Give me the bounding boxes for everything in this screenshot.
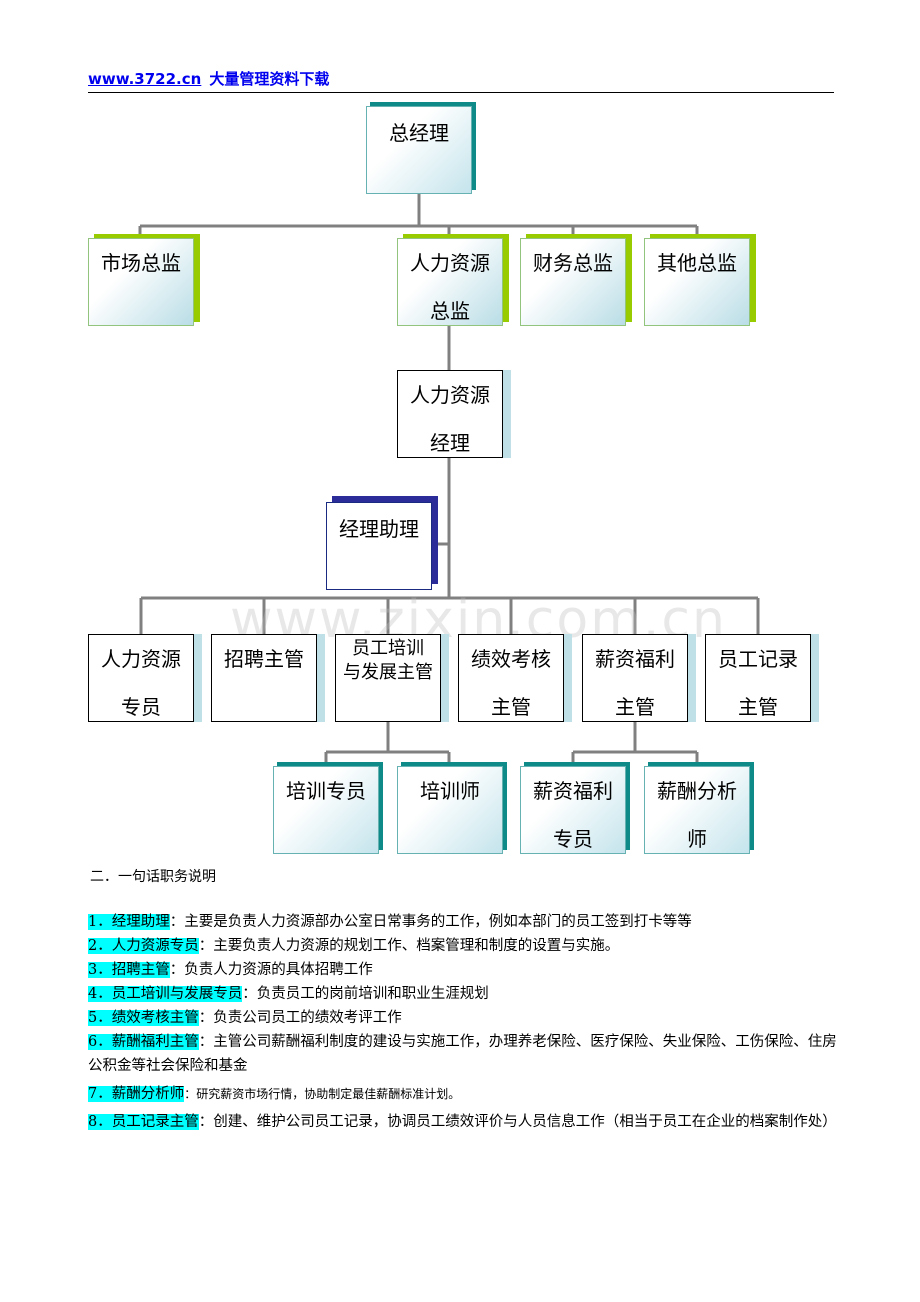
node-hr-specialist: 人力资源 专员 [88,634,194,722]
node-records-supervisor: 员工记录 主管 [705,634,811,722]
node-label: 员工培训 与发展主管 [343,638,433,683]
duty-text: ：研究薪资市场行情，协助制定最佳薪酬标准计划。 [184,1087,461,1101]
duty-item: 3．招聘主管：负责人力资源的具体招聘工作 [88,958,838,982]
node-label: 人力资源 专员 [101,647,181,719]
duty-item: 8．员工记录主管：创建、维护公司员工记录，协调员工绩效评价与人员信息工作（相当于… [88,1110,838,1134]
node-label: 其他总监 [657,251,737,275]
duty-item: 6．薪酬福利主管：主管公司薪酬福利制度的建设与实施工作，办理养老保险、医疗保险、… [88,1030,838,1078]
node-hr-manager: 人力资源 经理 [397,370,503,458]
site-link[interactable]: www.3722.cn [88,70,202,88]
node-trainer: 培训师 [397,766,503,854]
duty-text: ：主要负责人力资源的规划工作、档案管理和制度的设置与实施。 [198,938,620,954]
node-label: 财务总监 [533,251,613,275]
node-performance-supervisor: 绩效考核 主管 [458,634,564,722]
duty-text: ：负责员工的岗前培训和职业生涯规划 [242,986,489,1002]
duty-text: ：负责人力资源的具体招聘工作 [169,962,373,978]
node-market-director: 市场总监 [88,238,194,326]
section-title: 二．一句话职务说明 [90,869,216,885]
node-hr-director: 人力资源 总监 [397,238,503,326]
node-label: 绩效考核 主管 [471,647,551,719]
duty-item: 1．经理助理：主要是负责人力资源部办公室日常事务的工作，例如本部门的员工签到打卡… [88,910,838,934]
node-ceo: 总经理 [366,106,472,194]
duty-item: 2．人力资源专员：主要负责人力资源的规划工作、档案管理和制度的设置与实施。 [88,934,838,958]
duty-title: 8．员工记录主管 [88,1114,199,1130]
duty-text: ：创建、维护公司员工记录，协调员工绩效评价与人员信息工作（相当于员工在企业的档案… [198,1114,837,1130]
node-assistant: 经理助理 [326,502,432,590]
duty-title: 3．招聘主管 [88,962,170,978]
duty-title: 1．经理助理 [88,914,170,930]
node-label: 市场总监 [101,251,181,275]
node-label: 招聘主管 [224,647,304,671]
duty-item: 5．绩效考核主管：负责公司员工的绩效考评工作 [88,1006,838,1030]
duty-title: 4．员工培训与发展专员 [88,986,243,1002]
node-label: 培训师 [420,779,480,803]
duty-text: ：主管公司薪酬福利制度的建设与实施工作，办理养老保险、医疗保险、失业保险、工伤保… [88,1034,837,1074]
duty-text: ：主要是负责人力资源部办公室日常事务的工作，例如本部门的员工签到打卡等等 [169,914,692,930]
node-label: 薪酬分析 师 [657,779,737,851]
node-training-specialist: 培训专员 [273,766,379,854]
node-label: 薪资福利 专员 [533,779,613,851]
node-other-director: 其他总监 [644,238,750,326]
node-label: 培训专员 [286,779,366,803]
duty-title: 7．薪酬分析师 [88,1086,185,1102]
header-title: 大量管理资料下载 [209,70,330,88]
node-recruit-supervisor: 招聘主管 [211,634,317,722]
duty-title: 5．绩效考核主管 [88,1010,199,1026]
node-label: 经理助理 [339,517,419,541]
node-label: 人力资源 总监 [410,251,490,323]
node-finance-director: 财务总监 [520,238,626,326]
duty-text: ：负责公司员工的绩效考评工作 [198,1010,402,1026]
node-compensation-analyst: 薪酬分析 师 [644,766,750,854]
node-label: 人力资源 经理 [410,383,490,455]
node-label: 员工记录 主管 [718,647,798,719]
page-header: www.3722.cn 大量管理资料下载 [88,68,834,93]
duty-item: 4．员工培训与发展专员：负责员工的岗前培训和职业生涯规划 [88,982,838,1006]
duty-item: 7．薪酬分析师：研究薪资市场行情，协助制定最佳薪酬标准计划。 [88,1082,838,1106]
node-training-dev-supervisor: 员工培训 与发展主管 [335,634,441,722]
org-chart-connectors [138,194,760,766]
node-compensation-supervisor: 薪资福利 主管 [582,634,688,722]
duty-title: 2．人力资源专员 [88,938,199,954]
node-compensation-specialist: 薪资福利 专员 [520,766,626,854]
node-label: 总经理 [389,121,449,145]
duty-list: 1．经理助理：主要是负责人力资源部办公室日常事务的工作，例如本部门的员工签到打卡… [88,910,838,1134]
duty-title: 6．薪酬福利主管 [88,1034,199,1050]
node-label: 薪资福利 主管 [595,647,675,719]
